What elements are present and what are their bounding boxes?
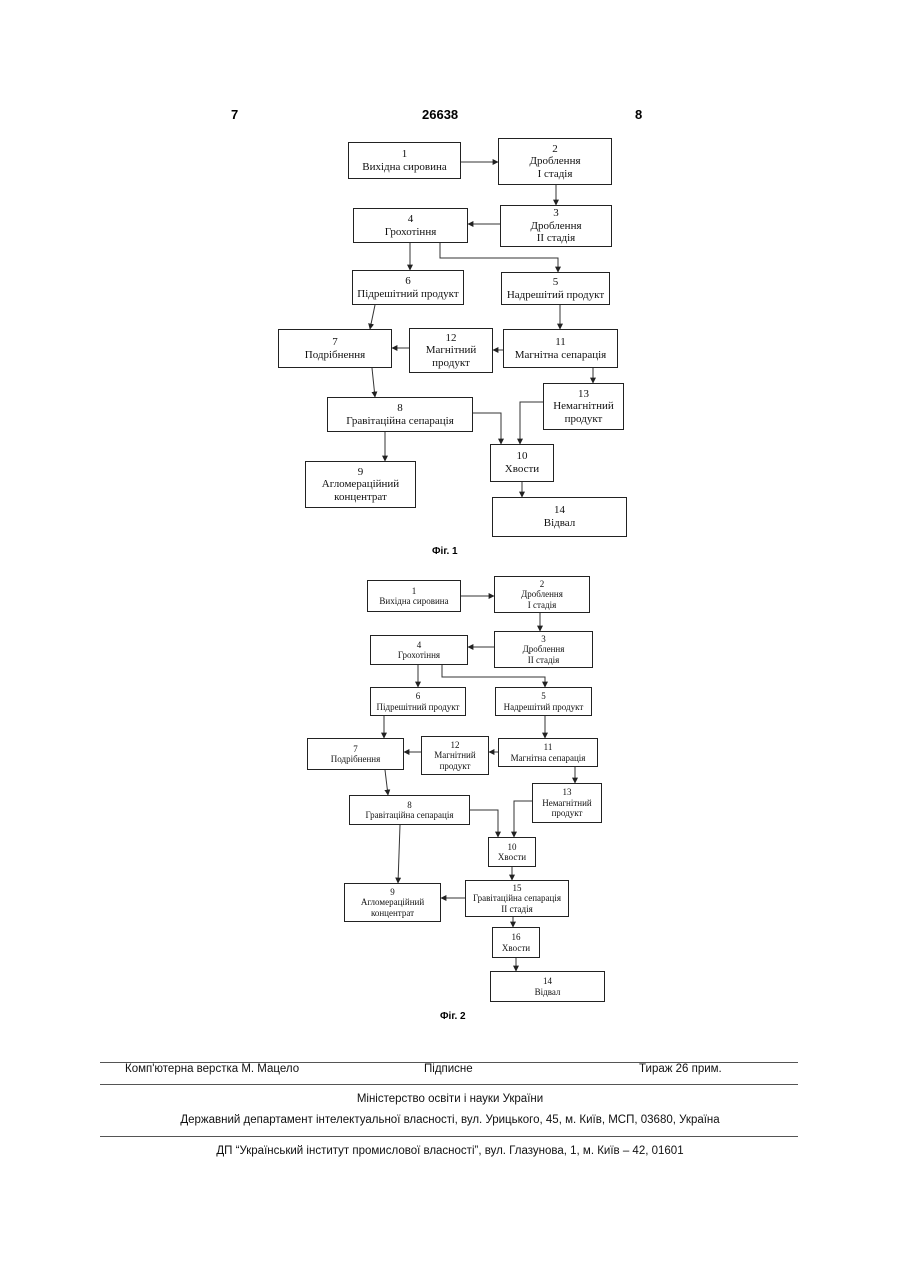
fig2-box-crushing-stage-2: 3 Дроблення II стадія [494, 631, 593, 668]
fig2-box-gravity-separation: 8 Гравітаційна сепарація [349, 795, 470, 825]
footer-ministry: Міністерство освіти і науки України [0, 1093, 900, 1105]
figure-2-connectors [0, 0, 900, 1030]
fig2-box-agglomeration-concentrate: 9 Агломераційний концентрат [344, 883, 441, 922]
footer-institute: ДП “Український інститут промислової вла… [0, 1145, 900, 1157]
footer-circulation: Тираж 26 прим. [639, 1063, 722, 1075]
figure-2-flowchart: 1 Вихідна сировина 2 Дроблення I стадія … [0, 0, 900, 1030]
arrow-7-8 [385, 770, 388, 795]
fig2-box-tailings-2: 16 Хвости [492, 927, 540, 958]
fig2-box-raw-material: 1 Вихідна сировина [367, 580, 461, 612]
fig2-box-crushing-stage-1: 2 Дроблення I стадія [494, 576, 590, 613]
arrow-4-5 [442, 665, 545, 687]
fig2-box-gravity-separation-stage-2: 15 Гравітаційна сепарація II стадія [465, 880, 569, 917]
figure-2-caption: Фіг. 2 [440, 1011, 466, 1022]
fig2-box-magnetic-product: 12 Магнітний продукт [421, 736, 489, 775]
footer-rule-middle [100, 1084, 798, 1085]
arrow-13-10 [514, 801, 532, 837]
footer-layout-credit: Комп'ютерна верстка М. Мацело [125, 1063, 299, 1075]
fig2-box-grinding: 7 Подрібнення [307, 738, 404, 770]
fig2-box-tailings: 10 Хвости [488, 837, 536, 867]
arrow-8-10 [470, 810, 498, 837]
fig2-box-magnetic-separation: 11 Магнітна сепарація [498, 738, 598, 767]
fig2-box-screening: 4 Грохотіння [370, 635, 468, 665]
fig2-box-undersize-product: 6 Підрешітний продукт [370, 687, 466, 716]
arrow-8-9 [398, 825, 400, 883]
fig2-box-dump: 14 Відвал [490, 971, 605, 1002]
fig2-box-oversize-product: 5 Надрешітий продукт [495, 687, 592, 716]
footer-department: Державний департамент інтелектуальної вл… [0, 1114, 900, 1126]
footer-signed: Підписне [424, 1063, 473, 1075]
footer-rule-bottom [100, 1136, 798, 1137]
fig2-box-nonmagnetic-product: 13 Немагнітний продукт [532, 783, 602, 823]
